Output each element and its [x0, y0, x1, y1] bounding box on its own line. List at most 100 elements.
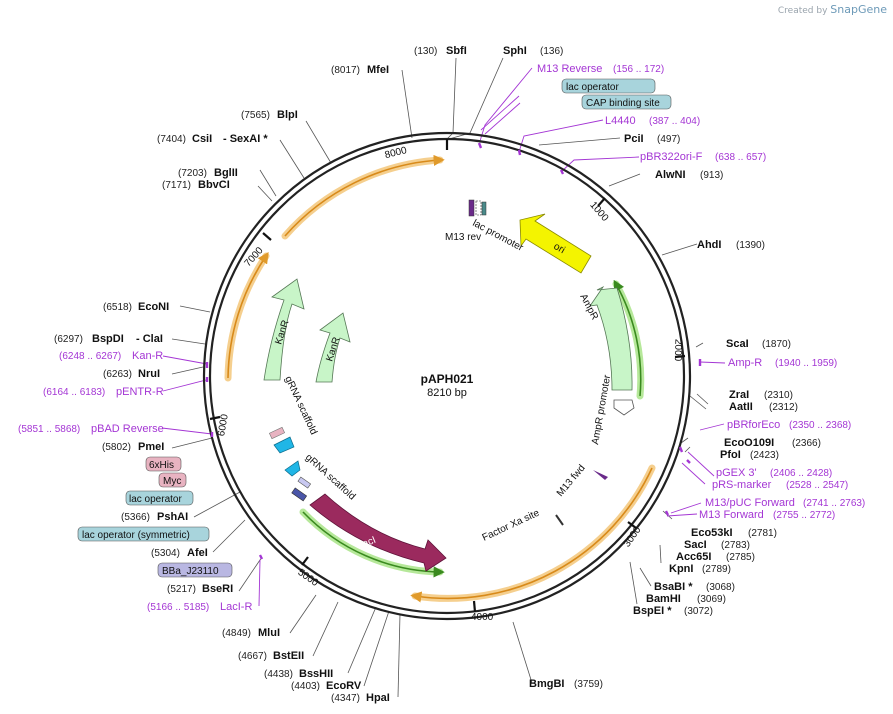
box-lac-operator-top: lac operator — [566, 82, 619, 93]
enzyme-bspei: BspEI * — [633, 605, 672, 617]
enzyme-bbvci: BbvCI — [198, 179, 230, 191]
primer-site-marks — [205, 142, 702, 560]
enzyme-hpai: HpaI — [366, 692, 390, 704]
enzyme-eco53ki: Eco53kI — [691, 527, 733, 539]
enzyme-mfei-pos: (8017) — [331, 65, 360, 76]
enzyme-pcii: PciI — [624, 133, 644, 145]
enzyme-mlui: MluI — [258, 627, 280, 639]
factor-xa-mark[interactable] — [555, 514, 564, 526]
lac-region-mark-3[interactable] — [481, 201, 487, 216]
boxed-labels[interactable]: lac operator CAP binding site 6xHis Myc … — [77, 78, 672, 578]
enzyme-bamhi: BamHI — [646, 593, 681, 605]
enzyme-bsshii-pos: (4438) — [264, 669, 293, 680]
primer-amp-r-range: (1940 .. 1959) — [775, 358, 837, 369]
tick-2000: 2000 — [672, 339, 684, 362]
plasmid-size: 8210 bp — [427, 387, 467, 399]
enzyme-bsabi: BsaBI * — [654, 581, 693, 593]
enzyme-pshai-pos: (5366) — [121, 512, 150, 523]
ampr-promoter-label: AmpR promoter — [590, 373, 613, 445]
primer-prs-marker: pRS-marker — [712, 479, 772, 491]
enzyme-nrui: NruI — [138, 368, 160, 380]
enzyme-scai-pos: (1870) — [762, 339, 791, 350]
laci-arrow[interactable] — [309, 493, 447, 572]
enzyme-bmgbi-pos: (3759) — [574, 679, 603, 690]
enzyme-scai: ScaI — [726, 338, 749, 350]
enzyme-afei-pos: (5304) — [151, 548, 180, 559]
tick-5000: 5000 — [295, 567, 320, 589]
enzyme-acc65i: Acc65I — [676, 551, 711, 563]
grna-scaffold-label-2: gRNA scaffold — [303, 452, 357, 502]
enzyme-sphi-pos: (136) — [540, 46, 563, 57]
primer-labels[interactable]: M13 Reverse (156 .. 172) L4440 (387 .. 4… — [18, 63, 865, 613]
cyan-arrow-2[interactable] — [273, 436, 295, 454]
enzyme-ahdi-pos: (1390) — [736, 240, 765, 251]
primer-pentr-r-range: (6164 .. 6183) — [43, 387, 105, 398]
enzyme-sbfi: SbfI — [446, 45, 467, 57]
primer-l4440: L4440 — [605, 115, 636, 127]
enzyme-blpi: BlpI — [277, 109, 298, 121]
enzyme-bsabi-pos: (3068) — [706, 582, 735, 593]
snapgene-credit: Created by SnapGene — [778, 3, 887, 16]
credit-prefix: Created by — [777, 6, 828, 16]
primer-pbr322ori-f: pBR322ori-F — [640, 151, 703, 163]
enzyme-ecorv: EcoRV — [326, 680, 362, 692]
enzyme-alwni-pos: (913) — [700, 170, 723, 181]
enzyme-alwni: AlwNI — [655, 169, 686, 181]
enzyme-ecoo109i: EcoO109I — [724, 437, 774, 449]
enzyme-bsteii-pos: (4667) — [238, 651, 267, 662]
cyan-arrow-1[interactable] — [284, 460, 301, 477]
connector-lines — [171, 57, 709, 698]
enzyme-labels[interactable]: (130) SbfI SphI (136) PciI (497) AlwNI (… — [54, 45, 821, 704]
enzyme-bspdi: BspDI — [92, 333, 124, 345]
enzyme-saci-pos: (2783) — [721, 540, 750, 551]
tick-6000: 6000 — [216, 413, 231, 437]
ampr-promoter-arrow[interactable] — [613, 399, 635, 416]
green-feature-arcs — [299, 279, 645, 578]
enzyme-bsteii: BstEII — [273, 650, 304, 662]
m13-rev-label: M13 rev — [445, 232, 481, 243]
grna-scaffold-mark-3[interactable] — [291, 487, 308, 502]
tick-1000: 1000 — [587, 200, 610, 224]
primer-m13-puc-forward-range: (2741 .. 2763) — [803, 498, 865, 509]
enzyme-pcii-pos: (497) — [657, 134, 680, 145]
grna-scaffold-mark-2[interactable] — [297, 476, 312, 489]
primer-lines — [161, 67, 726, 607]
lac-region-mark-2[interactable] — [475, 200, 482, 216]
orange-feature-arcs — [224, 154, 656, 603]
kanr-outer-arrow[interactable] — [263, 278, 305, 381]
box-lac-operator-bottom: lac operator — [129, 494, 182, 505]
primer-m13-forward: M13 Forward — [699, 509, 764, 521]
plasmid-name: pAPH021 — [421, 372, 474, 386]
box-bba-j23110: BBa_J23110 — [162, 566, 219, 577]
enzyme-bamhi-pos: (3069) — [697, 594, 726, 605]
enzyme-eco53ki-pos: (2781) — [748, 528, 777, 539]
enzyme-bsshii: BssHII — [299, 668, 333, 680]
primer-prs-marker-range: (2528 .. 2547) — [786, 480, 848, 491]
primer-kan-r: Kan-R — [132, 350, 163, 362]
ampr-arrow[interactable] — [589, 285, 633, 391]
primer-m13-puc-forward: M13/pUC Forward — [705, 497, 795, 509]
enzyme-zrai-pos: (2310) — [764, 390, 793, 401]
lac-region-mark-1[interactable] — [468, 199, 475, 217]
box-myc: Myc — [163, 476, 181, 487]
primer-pgex3: pGEX 3' — [716, 467, 757, 479]
ori-arrow[interactable] — [519, 213, 592, 274]
m13-fwd-label: M13 fwd — [555, 463, 588, 499]
primer-kan-r-range: (6248 .. 6267) — [59, 351, 121, 362]
enzyme-pfoi-pos: (2423) — [750, 450, 779, 461]
primer-pbr322ori-f-range: (638 .. 657) — [715, 152, 766, 163]
m13-fwd-mark[interactable] — [593, 470, 608, 480]
factor-xa-label: Factor Xa site — [481, 507, 542, 543]
tick-8000: 8000 — [384, 145, 409, 161]
enzyme-ecoo109i-pos: (2366) — [792, 438, 821, 449]
feature-arrows[interactable] — [263, 199, 635, 572]
kanr-inner-arrow[interactable] — [315, 312, 351, 383]
enzyme-ahdi: AhdI — [697, 239, 721, 251]
enzyme-csii: CsiI — [192, 133, 212, 145]
grna-scaffold-mark-1[interactable] — [268, 426, 286, 440]
enzyme-hpai-pos: (4347) — [331, 693, 360, 704]
enzyme-pmei-pos: (5802) — [102, 442, 131, 453]
primer-pgex3-range: (2406 .. 2428) — [770, 468, 832, 479]
primer-pbad-reverse-range: (5851 .. 5868) — [18, 424, 80, 435]
